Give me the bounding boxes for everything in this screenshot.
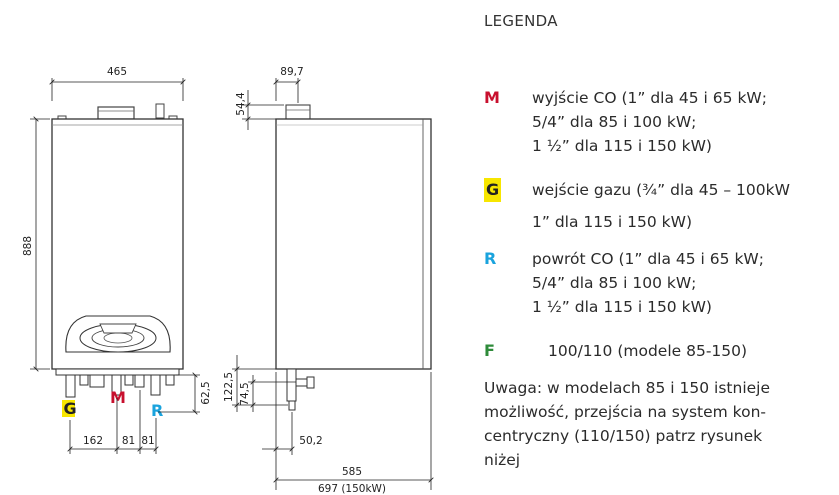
dim-bottom-2: 81 [141, 435, 154, 447]
side-view: 89,7 54,4 122,5 74,5 [223, 66, 431, 495]
dim-top-offset: 89,7 [280, 66, 303, 78]
dim-height-label: 888 [22, 236, 34, 256]
air-valve [155, 103, 165, 119]
dim-width [52, 78, 183, 101]
legend-key-f: F [484, 341, 495, 360]
legend-text: 5/4” dla 85 i 100 kW; [532, 113, 697, 131]
legend-title: LEGENDA [484, 12, 558, 30]
tag-m: M [110, 388, 126, 407]
front-view: G M R 465 888 162 81 81 [22, 66, 212, 454]
legend-text: wejście gazu (¾” dla 45 – 100kW [532, 181, 790, 199]
bottom-connections [65, 374, 175, 398]
dim-h1: 122,5 [223, 372, 235, 402]
note-line: możliwość, przejścia na system kon- [484, 403, 766, 421]
dim-bottom-1: 81 [122, 435, 135, 447]
legend-text: 1” dla 115 i 150 kW) [532, 213, 692, 231]
dim-h2: 74,5 [239, 382, 251, 405]
note-line: Uwaga: w modelach 85 i 150 istnieje [484, 379, 771, 397]
tag-g-highlight [62, 400, 75, 417]
note-line: niżej [484, 451, 521, 469]
dim-depth: 585 [342, 466, 362, 478]
dim-offset: 50,2 [299, 435, 322, 447]
dim-bottom-0: 162 [83, 435, 103, 447]
legend-text: powrót CO (1” dla 45 i 65 kW; [532, 250, 764, 268]
control-panel [65, 315, 171, 353]
note-line: centryczny (110/150) patrz rysunek [484, 427, 763, 445]
legend-key-m: M [484, 88, 500, 107]
legend-text: wyjście CO (1” dla 45 i 65 kW; [532, 89, 767, 107]
tag-r: R [151, 401, 163, 420]
dim-width-label: 465 [107, 66, 127, 78]
dim-right-label: 62,5 [200, 381, 212, 404]
legend: LEGENDA M wyjście CO (1” dla 45 i 65 kW;… [484, 0, 839, 495]
tag-g: G [64, 399, 77, 418]
legend-text: 5/4” dla 85 i 100 kW; [532, 274, 697, 292]
dim-right [158, 375, 200, 412]
legend-note: Uwaga: w modelach 85 i 150 istnieje możl… [484, 376, 829, 472]
legend-text: 1 ½” dla 115 i 150 kW) [532, 298, 712, 316]
legend-text: 1 ½” dla 115 i 150 kW) [532, 137, 712, 155]
flue-outlet [97, 106, 135, 120]
dim-depth-150: 697 (150kW) [318, 483, 386, 495]
legend-key-r: R [484, 249, 497, 268]
boiler-casing-side [275, 118, 432, 370]
dim-bottom [70, 390, 156, 454]
dim-height [30, 119, 50, 369]
side-flue [285, 104, 311, 120]
legend-text: 100/110 (modele 85-150) [548, 342, 748, 360]
legend-key-g: G [484, 178, 502, 202]
technical-drawing: G M R 465 888 162 81 81 [22, 66, 484, 495]
dim-top-height: 54,4 [235, 92, 247, 116]
